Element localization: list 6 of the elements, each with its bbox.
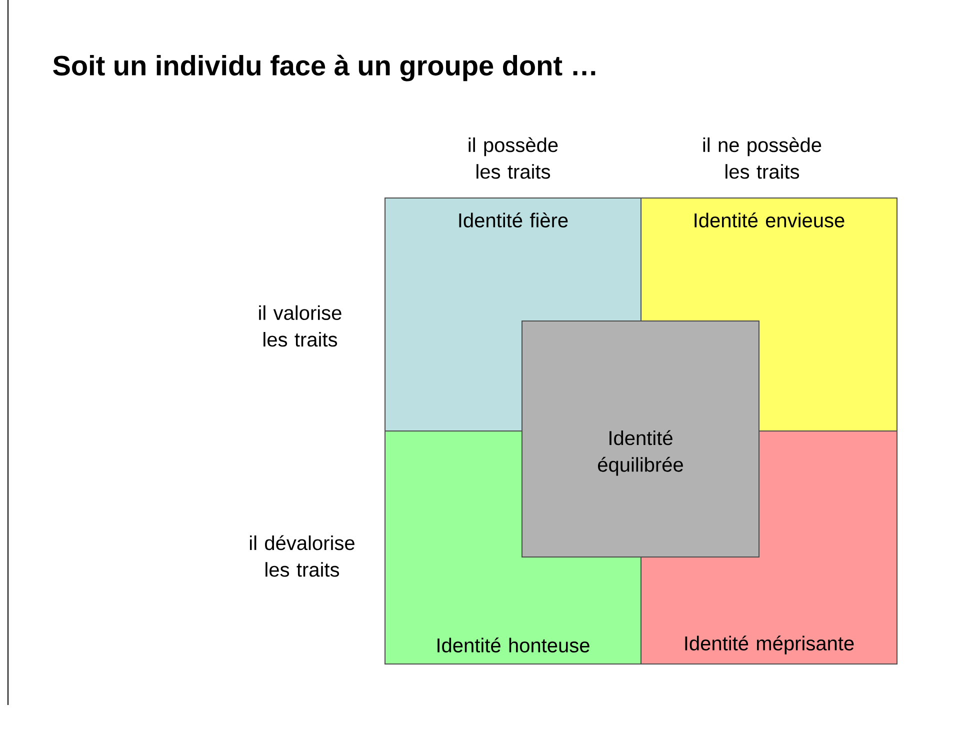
axis-label: il ne possède les traits: [703, 137, 822, 179]
axis-label: il valorise les traits: [259, 305, 342, 347]
center-box: Identité équilibrée: [522, 320, 760, 558]
title: Soit un individu face à un groupe dont …: [53, 54, 596, 82]
axis-label: il dévalorise les traits: [250, 535, 354, 577]
axis-label: il possède les traits: [468, 137, 558, 179]
